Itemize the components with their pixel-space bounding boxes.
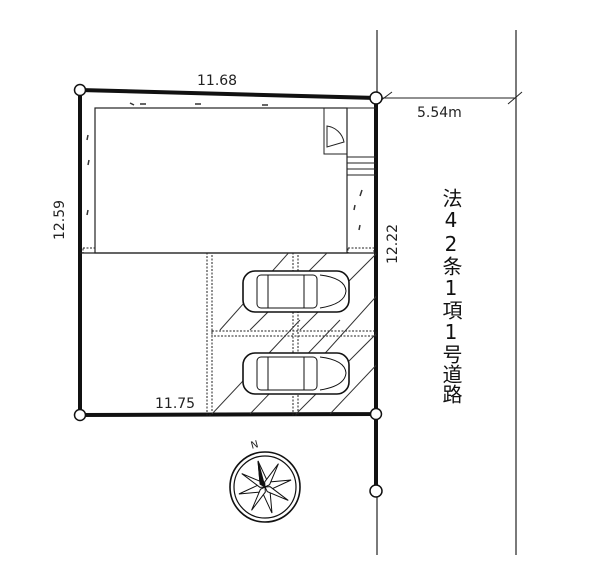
- entrance-door: [323, 107, 348, 155]
- parking-divider: [211, 330, 377, 337]
- parking-divider: [292, 252, 299, 416]
- boundary-marker-icon: [73, 83, 87, 97]
- car-icon: [242, 270, 350, 313]
- left-dimension: 12.59: [52, 199, 69, 241]
- road-label: 法42条1項1号道路: [439, 188, 463, 404]
- boundary-marker-icon: [369, 484, 383, 498]
- parking-divider: [206, 252, 213, 416]
- entrance-steps: [347, 156, 376, 176]
- building-footprint: [94, 107, 348, 254]
- road-width-dimension: 5.54m: [417, 105, 462, 121]
- boundary-marker-icon: [369, 407, 383, 421]
- car-icon: [242, 352, 350, 395]
- bottom-dimension: 11.75: [155, 396, 196, 412]
- boundary-marker-icon: [73, 408, 87, 422]
- top-dimension: 11.68: [197, 73, 238, 89]
- boundary-marker-icon: [369, 91, 383, 105]
- compass-rose-icon: [229, 451, 301, 523]
- right-dimension: 12.22: [385, 223, 402, 265]
